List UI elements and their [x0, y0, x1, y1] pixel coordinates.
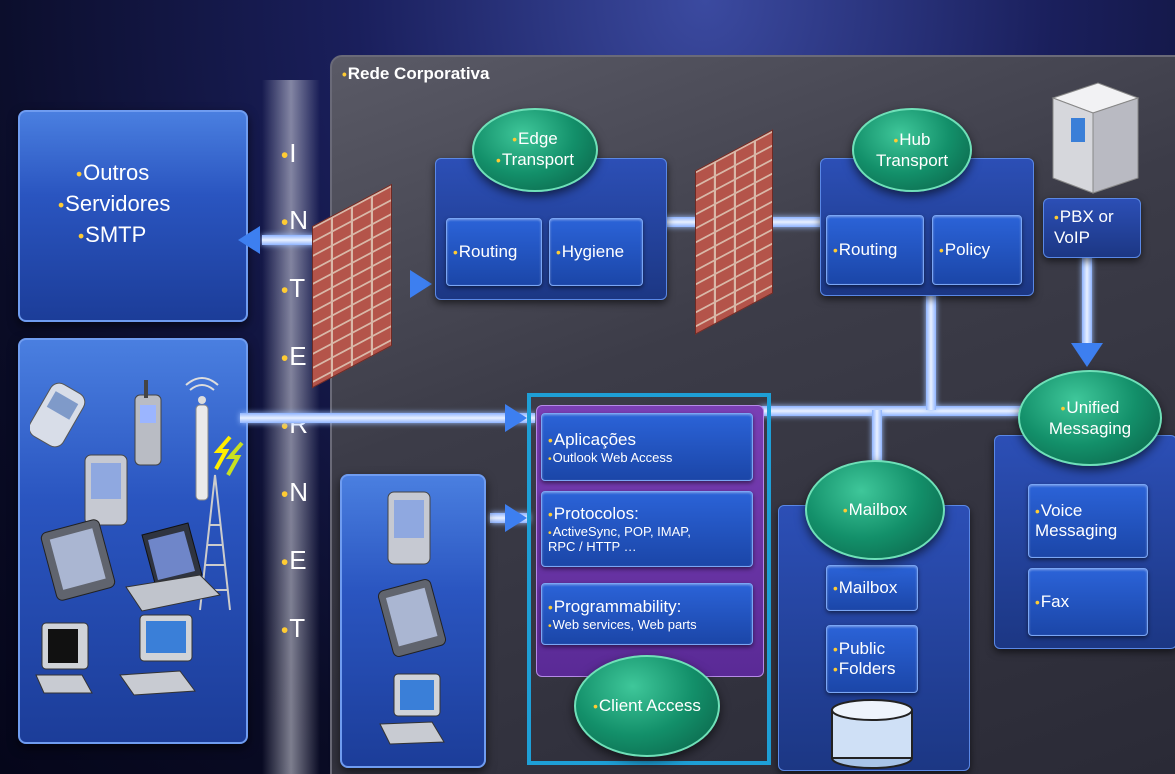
- mobile-phone-icon: [30, 382, 86, 448]
- cas-programmability-heading: Programmability:: [548, 597, 682, 617]
- hub-transport-role: Hub Transport: [852, 108, 972, 192]
- cas-protocols: Protocolos: ActiveSync, POP, IMAP, RPC /…: [541, 491, 753, 567]
- mailbox-store: Mailbox: [826, 565, 918, 611]
- pbx-line1: PBX or: [1054, 207, 1140, 228]
- pda-icon: [387, 491, 431, 565]
- edge-title-line2: Transport: [496, 150, 574, 171]
- tablet-pc-icon: [377, 579, 447, 657]
- cas-protocols-heading: Protocolos:: [548, 504, 639, 524]
- corporate-network-label: Rede Corporativa: [342, 64, 490, 84]
- public-folders: Public Folders: [826, 625, 918, 693]
- internet-letter: E: [281, 545, 306, 576]
- client-access-title: Client Access: [593, 696, 701, 717]
- hub-title-line2: Transport: [875, 150, 949, 170]
- pipe-pbx-down: [1082, 255, 1092, 345]
- hub-title-line1: Hub: [894, 130, 930, 151]
- pipe-backbone: [760, 406, 1030, 416]
- internet-letter: N: [281, 205, 308, 236]
- arrow-to-smtp: [238, 226, 260, 254]
- arrow-into-um: [1071, 343, 1103, 367]
- pipe-hub-down: [926, 290, 936, 410]
- smtp-line: Outros: [58, 158, 170, 189]
- pda-icon: [84, 454, 128, 526]
- internet-letter: T: [281, 273, 305, 304]
- unified-messaging-role: Unified Messaging: [1018, 370, 1162, 466]
- desktop-pc-icon: [35, 622, 93, 694]
- um-title-line2: Messaging: [1048, 418, 1132, 438]
- cas-protocols-detail-2: RPC / HTTP …: [548, 539, 637, 554]
- arrow-into-cas: [505, 404, 527, 432]
- client-devices-group: [377, 491, 447, 745]
- public-folders-line2: Folders: [833, 659, 896, 679]
- pbx-server-icon: [1051, 82, 1140, 194]
- pipe-internet-to-cas: [240, 413, 535, 423]
- wireless-signal-icon: [213, 435, 244, 476]
- mailbox-title: Mailbox: [843, 500, 908, 521]
- laptop-icon: [125, 522, 222, 612]
- edge-hygiene: Hygiene: [549, 218, 643, 286]
- mobile-phone-icon: [134, 380, 162, 466]
- voice-line1: Voice: [1035, 501, 1083, 521]
- internet-letter: I: [281, 138, 296, 169]
- um-title-line1: Unified: [1061, 398, 1119, 419]
- client-access-role: Client Access: [574, 655, 720, 757]
- client-access-frame: [527, 393, 771, 765]
- arrow-client-to-cas: [505, 504, 527, 532]
- smtp-servers-label: Outros Servidores SMTP: [58, 158, 170, 251]
- fax: Fax: [1028, 568, 1148, 636]
- internet-letter: T: [281, 613, 305, 644]
- internet-letter: N: [281, 477, 308, 508]
- public-folders-line1: Public: [833, 639, 885, 659]
- mailbox-role: Mailbox: [805, 460, 945, 560]
- edge-routing: Routing: [446, 218, 542, 286]
- cas-programmability-detail: Web services, Web parts: [548, 617, 697, 632]
- cas-protocols-detail-1: ActiveSync, POP, IMAP,: [548, 524, 691, 539]
- pbx-line2: VoIP: [1054, 228, 1090, 247]
- desktop-pc-icon: [379, 673, 445, 745]
- database-icon: [831, 699, 913, 769]
- cas-applications-detail: Outlook Web Access: [548, 450, 673, 465]
- pbx-voip-label: PBX or VoIP: [1043, 198, 1141, 258]
- cas-programmability: Programmability: Web services, Web parts: [541, 583, 753, 645]
- smtp-line: Servidores: [58, 189, 170, 220]
- voice-line2: Messaging: [1035, 521, 1118, 540]
- edge-transport-role: Edge Transport: [472, 108, 598, 192]
- cas-applications-heading: Aplicações: [548, 430, 636, 450]
- tablet-pc-icon: [40, 519, 116, 601]
- cas-applications: Aplicações Outlook Web Access: [541, 413, 753, 481]
- voice-messaging: Voice Messaging: [1028, 484, 1148, 558]
- antenna-tower-icon: [185, 377, 231, 611]
- pipe-to-mailbox: [872, 410, 882, 475]
- desktop-pc-icon: [119, 614, 196, 696]
- arrow-into-edge: [410, 270, 432, 298]
- devices-group: [30, 377, 244, 696]
- smtp-line: SMTP: [58, 220, 170, 251]
- edge-title-line1: Edge: [512, 129, 558, 150]
- hub-routing: Routing: [826, 215, 924, 285]
- internet-letter: E: [281, 341, 306, 372]
- hub-policy: Policy: [932, 215, 1022, 285]
